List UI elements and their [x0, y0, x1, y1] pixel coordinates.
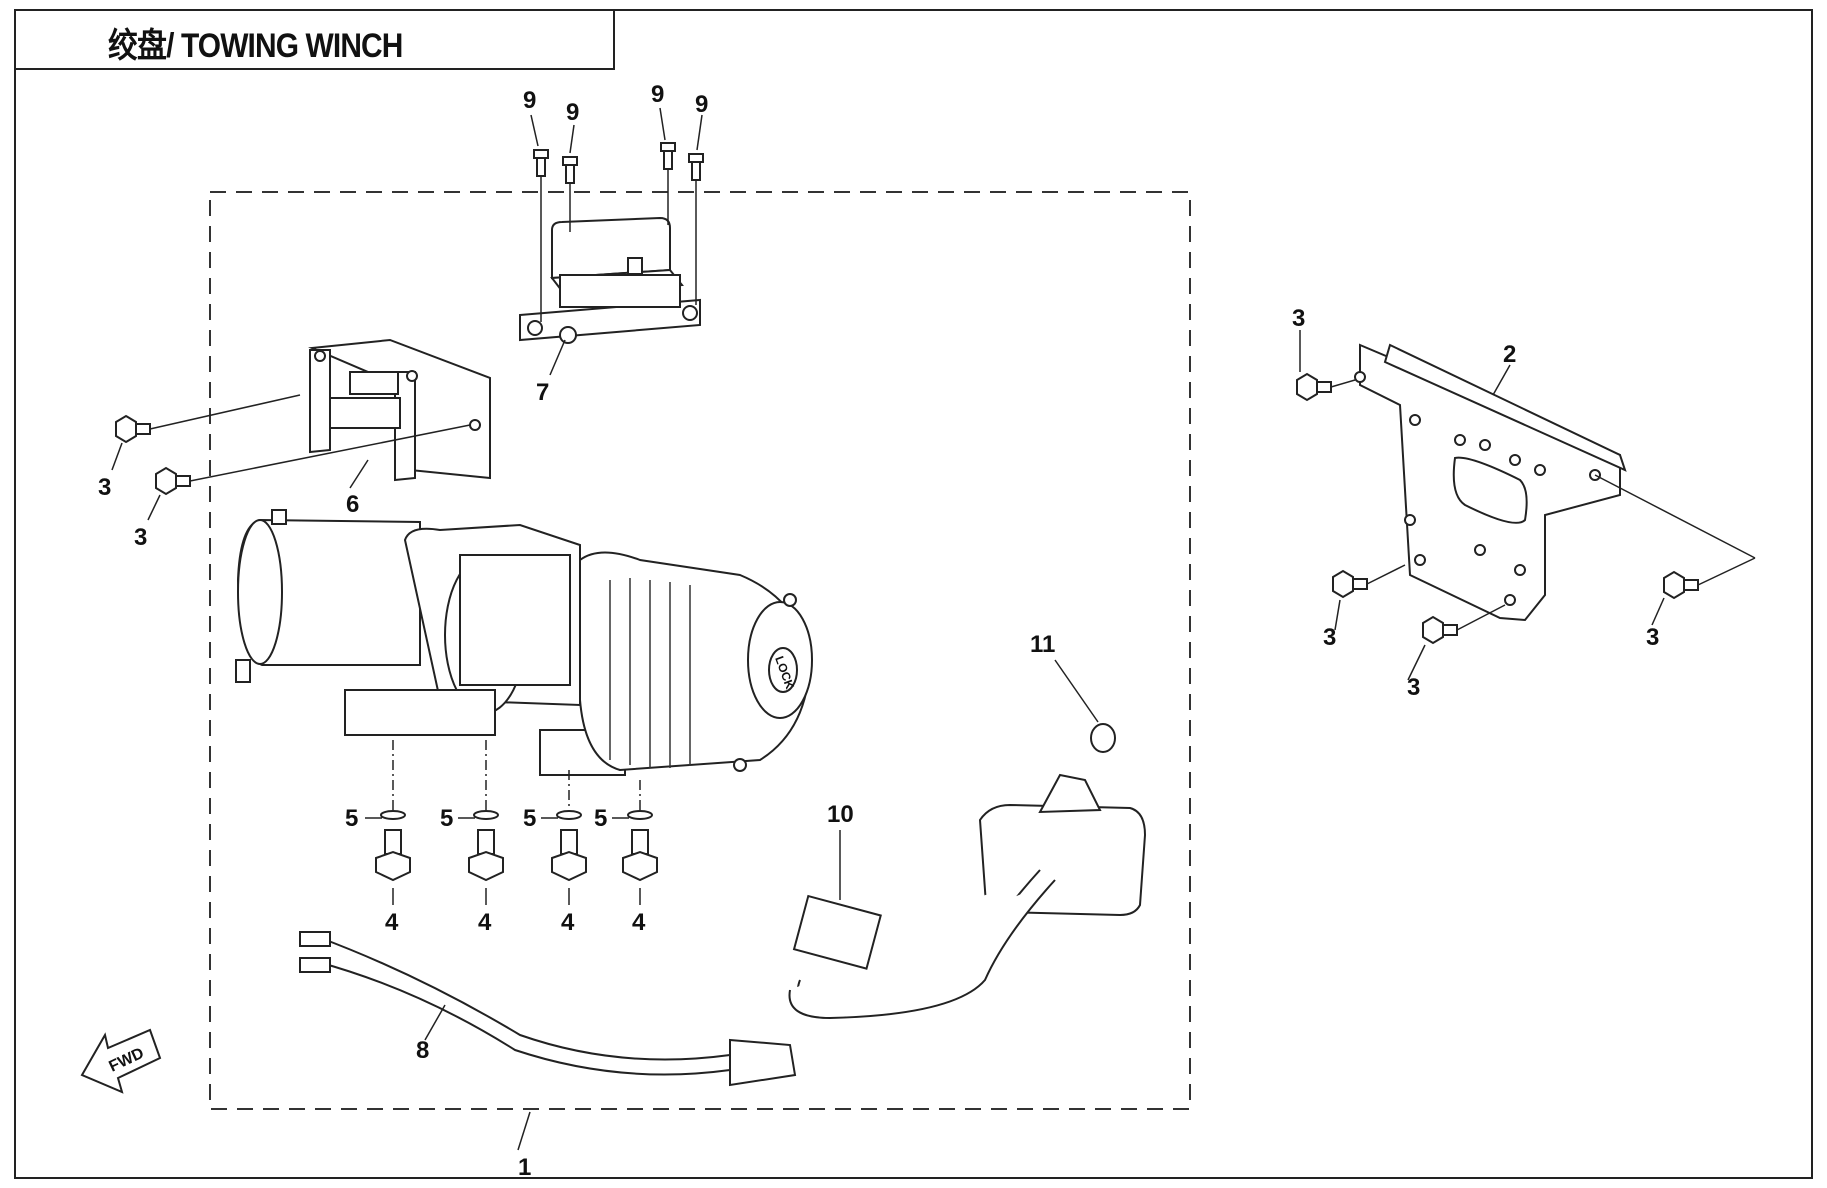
callout-5: 5 — [594, 805, 607, 832]
assembly-boundary — [209, 191, 1191, 1110]
page-title: 绞盘/ TOWING WINCH — [108, 27, 403, 65]
callout-5: 5 — [440, 805, 453, 832]
mount-bolts — [375, 810, 658, 882]
fairlead-bolts — [115, 414, 191, 496]
title-box — [15, 10, 615, 70]
callout-9: 9 — [651, 81, 664, 108]
callout-9: 9 — [566, 99, 579, 126]
leader-lines — [530, 107, 703, 376]
leader-lines — [365, 817, 641, 905]
callout-1: 1 — [518, 1154, 531, 1181]
callout-5: 5 — [523, 805, 536, 832]
callout-9: 9 — [695, 91, 708, 118]
roller-fairlead — [308, 338, 491, 482]
mount-bolt-a — [375, 810, 411, 882]
winch-motor — [235, 509, 421, 683]
sheet-border — [14, 9, 1813, 1179]
power-cable — [299, 931, 797, 1087]
mount-bolt-c — [551, 810, 587, 882]
mount-bolt-b — [468, 810, 504, 882]
callout-3: 3 — [1292, 305, 1305, 332]
callout-4: 4 — [561, 909, 575, 936]
callout-3: 3 — [98, 474, 111, 501]
callout-4: 4 — [385, 909, 399, 936]
callout-4: 4 — [478, 909, 492, 936]
callout-3: 3 — [1646, 624, 1659, 651]
callout-3: 3 — [134, 524, 147, 551]
callout-8: 8 — [416, 1037, 429, 1064]
callout-11: 11 — [1030, 631, 1055, 658]
callout-6: 6 — [346, 491, 359, 518]
bolts-9 — [533, 142, 704, 184]
mounting-plate — [1354, 343, 1627, 622]
bolt-axes — [392, 740, 641, 810]
callout-2: 2 — [1503, 341, 1516, 368]
leader-line — [517, 1111, 531, 1151]
mount-bolt-d — [622, 810, 658, 882]
callout-10: 10 — [827, 801, 854, 828]
leader-lines — [1299, 330, 1756, 681]
plate-bolts — [1296, 372, 1699, 645]
callout-7: 7 — [536, 379, 549, 406]
callout-4: 4 — [632, 909, 646, 936]
control-box — [519, 216, 701, 344]
callout-3: 3 — [1407, 674, 1420, 701]
winch-switch — [788, 723, 1147, 1020]
callout-5: 5 — [345, 805, 358, 832]
leader-line — [424, 1004, 446, 1041]
leader-lines — [839, 659, 1099, 900]
callout-3: 3 — [1323, 624, 1336, 651]
fwd-arrow — [80, 1028, 162, 1094]
callout-9: 9 — [523, 87, 536, 114]
winch-gearbox — [579, 551, 813, 772]
leader-lines — [111, 394, 471, 521]
callouts: 1 2 3 3 3 3 3 3 4 4 4 4 5 5 5 5 6 7 8 9 … — [98, 81, 1659, 1181]
